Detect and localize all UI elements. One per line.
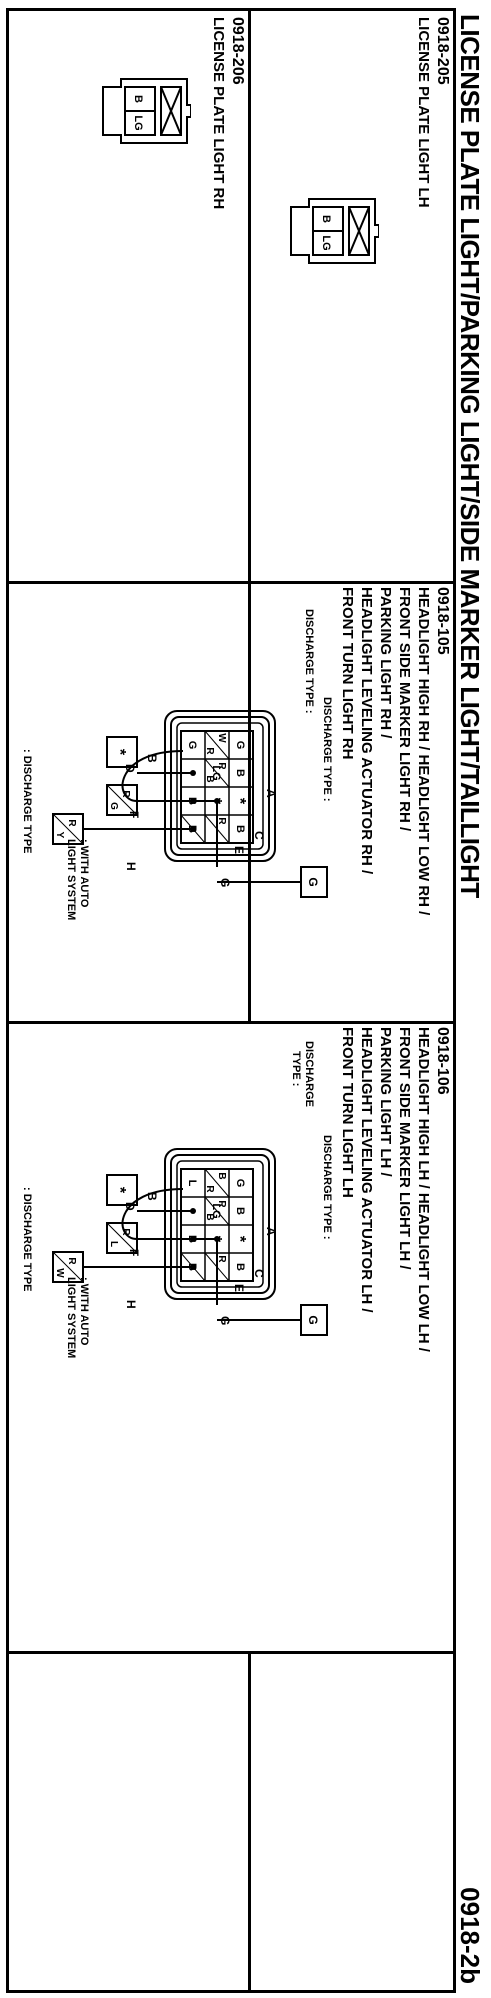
cell-13: B <box>204 1213 215 1220</box>
connector-code: 0918-105 <box>434 587 451 655</box>
description-line-2: FRONT SIDE MARKER LIGHT RH / <box>396 587 413 832</box>
discharge-label-2: TYPE : <box>290 1051 302 1087</box>
description-line-2: FRONT SIDE MARKER LIGHT LH / <box>396 1027 413 1270</box>
letter-b: B <box>145 1192 159 1201</box>
cell-11: G <box>186 741 198 750</box>
box-y: Y <box>54 832 65 839</box>
pin-b-label: B <box>132 95 144 103</box>
cell-1: B <box>234 769 246 777</box>
description-line-4: HEADLIGHT LEVELING ACTUATOR RH / <box>358 587 375 875</box>
cell-5: LG <box>210 1203 222 1218</box>
cell-12: R <box>216 762 227 770</box>
cell-5: LG <box>210 765 222 780</box>
description-line-3: PARKING LIGHT RH / <box>377 587 394 739</box>
cell-4: G <box>234 741 246 750</box>
cell-9: B <box>216 1172 227 1179</box>
description-line-4: HEADLIGHT LEVELING ACTUATOR LH / <box>358 1027 375 1313</box>
box-star: * <box>111 1187 128 1194</box>
box-r-2: R <box>66 1257 77 1265</box>
connector-105-diagram: G A B C D E F G H <box>52 710 328 898</box>
cell-3: * <box>231 798 248 805</box>
connector-name: LICENSE PLATE LIGHT LH <box>415 17 432 208</box>
column-divider-2 <box>9 1021 453 1024</box>
letter-b: B <box>145 754 159 763</box>
cell-2: B <box>234 1263 246 1271</box>
letter-e: E <box>232 846 246 854</box>
letter-a: A <box>264 789 278 798</box>
letter-h: H <box>124 862 138 871</box>
letter-h: H <box>124 1300 138 1309</box>
cell-1: B <box>234 1207 246 1215</box>
box-g-2: G <box>108 802 119 810</box>
description-line-1: HEADLIGHT HIGH RH / HEADLIGHT LOW RH / <box>415 587 432 916</box>
empty-cell-top <box>251 1654 453 1991</box>
cell-13: B <box>204 775 215 782</box>
description-line-5: FRONT TURN LIGHT LH <box>339 1027 356 1198</box>
letter-a: A <box>264 1227 278 1236</box>
cell-10: R <box>204 747 215 755</box>
connector-code: 0918-205 <box>434 17 451 85</box>
connector-205-face: B LG <box>290 198 379 264</box>
connector-206-face: B LG <box>102 78 191 144</box>
cell-9: W <box>216 733 227 743</box>
description-line-3: PARKING LIGHT LH / <box>377 1027 394 1177</box>
empty-cell-bottom <box>8 1654 248 1991</box>
column-divider-1 <box>9 581 453 584</box>
connector-name: LICENSE PLATE LIGHT RH <box>210 17 227 210</box>
page-number: 0918-2b <box>455 1887 485 1984</box>
cell-8: R <box>216 817 227 825</box>
cell-8: R <box>216 1255 227 1263</box>
box-g: G <box>306 1315 320 1324</box>
pin-lg-label: LG <box>320 235 332 250</box>
connector-106-diagram: G A B C D E F G H <box>52 1148 328 1336</box>
cell-4: G <box>234 1179 246 1188</box>
cell-10: R <box>204 1185 215 1193</box>
cell-12: R <box>216 1200 227 1208</box>
description-line-1: HEADLIGHT HIGH LH / HEADLIGHT LOW LH / <box>415 1027 432 1352</box>
connector-table: 0918-205 LICENSE PLATE LIGHT LH B LG 091… <box>6 8 456 1993</box>
box-w: W <box>54 1268 65 1278</box>
description-line-5: FRONT TURN LIGHT RH <box>339 587 356 760</box>
box-star: * <box>111 749 128 756</box>
pin-lg-label: LG <box>132 115 144 130</box>
box-r-1: R <box>120 1228 131 1236</box>
box-r-2: R <box>66 819 77 827</box>
cell-3: * <box>231 1236 248 1243</box>
letter-e: E <box>232 1284 246 1292</box>
letter-c: C <box>252 831 266 840</box>
connector-code: 0918-106 <box>434 1027 451 1095</box>
pin-b-label: B <box>320 215 332 223</box>
cell-2: B <box>234 825 246 833</box>
box-l: L <box>108 1241 119 1247</box>
page-title: LICENSE PLATE LIGHT/PARKING LIGHT/SIDE M… <box>455 14 485 898</box>
box-r-1: R <box>120 790 131 798</box>
cell-11: L <box>186 1180 198 1187</box>
letter-c: C <box>252 1269 266 1278</box>
connector-code: 0918-206 <box>229 17 246 85</box>
box-g: G <box>306 877 320 886</box>
